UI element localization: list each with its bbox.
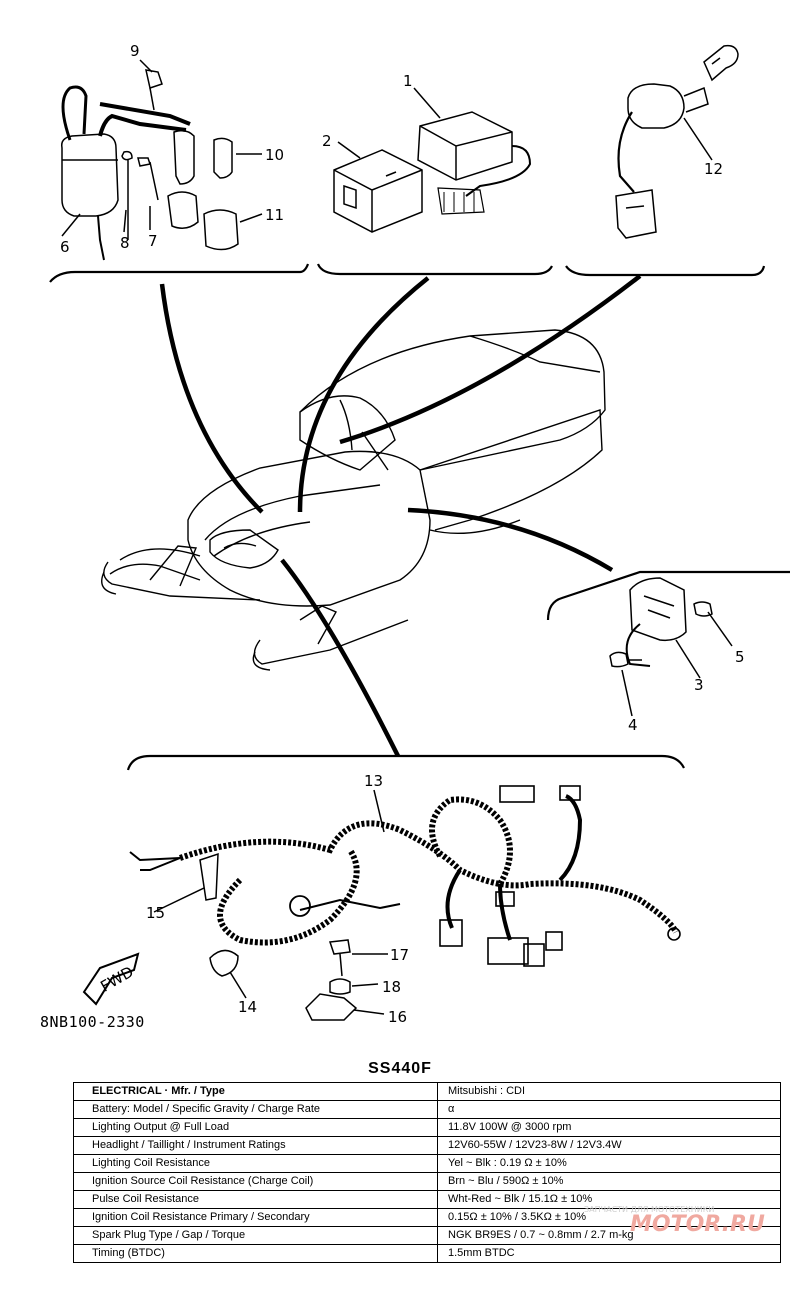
regulator-2 (333, 149, 423, 233)
callout-8: 8 (120, 234, 130, 252)
clip-9 (145, 69, 163, 89)
spec-value: NGK BR9ES / 0.7 ~ 0.8mm / 2.7 m-kg (437, 1226, 781, 1245)
main-switch (627, 83, 685, 129)
holder-16 (305, 993, 358, 1021)
bolt-4 (609, 651, 642, 668)
callout-13: 13 (364, 772, 383, 790)
spec-label: Lighting Coil Resistance (73, 1154, 438, 1173)
spec-label: Spark Plug Type / Gap / Torque (73, 1226, 438, 1245)
ignition-coil-group (60, 59, 263, 261)
left-panel-bracket (49, 263, 310, 283)
callout-3: 3 (694, 676, 704, 694)
callout-18: 18 (382, 978, 401, 996)
cdi-box-1 (417, 111, 513, 181)
grommet-left (167, 191, 199, 229)
callout-16: 16 (388, 1008, 407, 1026)
right-panel-bracket (565, 265, 766, 277)
plug-cap-right (213, 137, 233, 179)
wire-harness-group (129, 785, 681, 1021)
callout-9: 9 (130, 42, 140, 60)
callout-14: 14 (238, 998, 257, 1016)
spec-row: Ignition Coil Resistance Primary / Secon… (73, 1208, 781, 1227)
leader-line-cdi-unit (407, 507, 614, 572)
part-code-label: 8NB100-2330 (40, 1013, 145, 1031)
spec-value: 12V60-55W / 12V23-8W / 12V3.4W (437, 1136, 781, 1155)
spec-row: Battery: Model / Specific Gravity / Char… (73, 1100, 781, 1119)
callout-labels: 1 2 3 4 5 6 7 8 9 10 11 12 13 14 15 16 1… (60, 42, 745, 1026)
leader-line-main-switch (339, 274, 642, 445)
cdi-panel-bracket (546, 570, 790, 621)
spec-label: Battery: Model / Specific Gravity / Char… (73, 1100, 438, 1119)
spec-label: Pulse Coil Resistance (73, 1190, 438, 1209)
clamp-14 (209, 949, 239, 977)
callout-2: 2 (322, 132, 332, 150)
leader-line-ignition-coil (159, 283, 264, 514)
leader-line-wire-harness (280, 558, 401, 758)
callout-12: 12 (704, 160, 723, 178)
spec-label: Timing (BTDC) (73, 1244, 438, 1263)
nut-18 (329, 978, 351, 995)
cdi-unit-3 (629, 577, 687, 642)
callout-5: 5 (735, 648, 745, 666)
ignition-coil (60, 133, 119, 217)
spec-value: Yel ~ Blk : 0.19 Ω ± 10% (437, 1154, 781, 1173)
callout-1: 1 (403, 72, 413, 90)
callout-10: 10 (265, 146, 284, 164)
spec-label: ELECTRICAL · Mfr. / Type (73, 1082, 438, 1101)
spec-value: 11.8V 100W @ 3000 rpm (437, 1118, 781, 1137)
spec-row: Timing (BTDC)1.5mm BTDC (73, 1244, 781, 1263)
spec-value: Mitsubishi : CDI (437, 1082, 781, 1101)
exploded-parts-diagram: FWD 1 2 3 4 5 6 7 8 9 10 11 12 13 14 15 … (49, 42, 790, 1026)
grommet-right (203, 209, 239, 251)
spec-value: α (437, 1100, 781, 1119)
clamp-15 (199, 852, 219, 901)
spec-row: Ignition Source Coil Resistance (Charge … (73, 1172, 781, 1191)
callout-4: 4 (628, 716, 638, 734)
callout-11: 11 (265, 206, 284, 224)
spec-label: Ignition Coil Resistance Primary / Secon… (73, 1208, 438, 1227)
spec-value: 1.5mm BTDC (437, 1244, 781, 1263)
spec-row: Headlight / Taillight / Instrument Ratin… (73, 1136, 781, 1155)
callout-6: 6 (60, 238, 70, 256)
center-panel-bracket (316, 263, 553, 276)
leader-line-cdi-regulator (297, 276, 430, 513)
screw-7 (137, 157, 159, 201)
forward-arrow-icon: FWD (82, 952, 140, 1006)
watermark-logo: MOTOR.RU (630, 1212, 765, 1237)
washer-8 (121, 150, 133, 240)
nut-5 (693, 601, 713, 617)
cdi-unit-group (609, 577, 733, 717)
callout-17: 17 (390, 946, 409, 964)
spec-label: Ignition Source Coil Resistance (Charge … (73, 1172, 438, 1191)
main-harness (179, 820, 679, 934)
harness-panel-bracket (126, 754, 685, 771)
callout-7: 7 (148, 232, 158, 250)
main-switch-group (615, 44, 739, 239)
spec-value: Brn ~ Blu / 590Ω ± 10% (437, 1172, 781, 1191)
ignition-key (703, 44, 739, 82)
regulator-rectifier-group (333, 87, 532, 233)
bolt-17 (328, 939, 351, 977)
snowmobile-illustration (101, 329, 606, 671)
spec-table-title: SS440F (368, 1060, 432, 1077)
spec-label: Lighting Output @ Full Load (73, 1118, 438, 1137)
callout-15: 15 (146, 904, 165, 922)
watermark-subtext: ЗАПЧАСТИ ДЛЯ МОТОТЕХНИКИ (584, 1205, 715, 1214)
plug-cap-left (173, 129, 195, 185)
spec-label: Headlight / Taillight / Instrument Ratin… (73, 1136, 438, 1155)
